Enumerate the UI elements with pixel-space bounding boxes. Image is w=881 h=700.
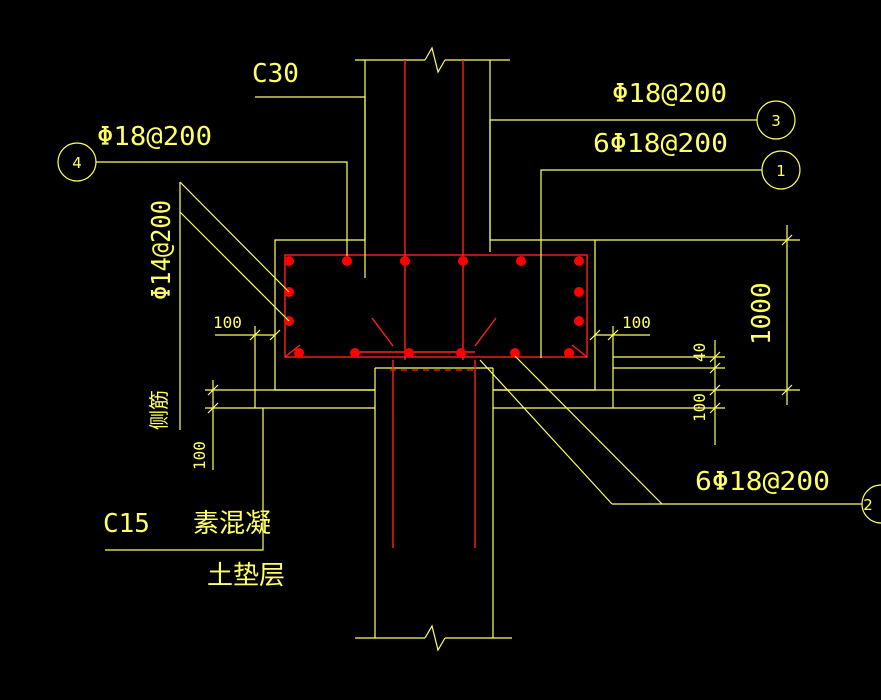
dim-right-offset: 100 bbox=[622, 313, 651, 332]
upper-wall bbox=[355, 46, 510, 240]
text-labels: C30 Φ18@200 Φ18@200 6Φ18@200 6Φ18@200 Φ1… bbox=[97, 59, 830, 591]
pad-layer-label: 土垫层 bbox=[207, 561, 285, 591]
pad-material-label: 素混凝 bbox=[193, 509, 271, 539]
rebar-top-right-label: Φ18@200 bbox=[612, 79, 727, 109]
rebar-top-main-label: 6Φ18@200 bbox=[593, 129, 728, 159]
callout-4-number: 4 bbox=[72, 154, 82, 172]
pad-grade-label: C15 bbox=[103, 509, 150, 539]
rebar-dot bbox=[294, 348, 304, 358]
callout-3: 3 bbox=[756, 100, 796, 140]
dim-pad-right: 100 bbox=[690, 393, 709, 422]
dim-pad-left: 100 bbox=[190, 441, 209, 470]
rebar-dots bbox=[284, 256, 584, 358]
dimension-texts: 100 100 1000 40 100 100 bbox=[190, 282, 777, 470]
concrete-grade-label: C30 bbox=[252, 59, 299, 89]
foundation-outline bbox=[254, 239, 614, 409]
dim-height: 1000 bbox=[747, 282, 777, 345]
rebar-dot bbox=[510, 348, 520, 358]
callout-2-number: 2 bbox=[863, 496, 873, 514]
rebar-dot bbox=[458, 256, 468, 266]
dim-left-offset: 100 bbox=[213, 313, 242, 332]
rebar-bottom-main-label: 6Φ18@200 bbox=[695, 467, 830, 497]
rebar-dot bbox=[574, 287, 584, 297]
callout-2: 2 bbox=[861, 484, 881, 524]
rebar-top-left-label: Φ18@200 bbox=[97, 122, 212, 152]
rebar-dot bbox=[342, 256, 352, 266]
dimensions bbox=[205, 225, 800, 470]
rebar-dot bbox=[456, 348, 466, 358]
callout-4: 4 bbox=[57, 142, 97, 182]
rebar-cage bbox=[284, 60, 588, 548]
rebar-dot bbox=[404, 348, 414, 358]
rebar-dot bbox=[400, 256, 410, 266]
rebar-dot bbox=[284, 256, 294, 266]
rebar-dot bbox=[516, 256, 526, 266]
rebar-side-label: Φ14@200 bbox=[147, 200, 177, 300]
dim-cover: 40 bbox=[690, 343, 709, 362]
rebar-dot bbox=[574, 316, 584, 326]
callout-1-number: 1 bbox=[776, 162, 786, 180]
lower-column bbox=[355, 367, 512, 652]
rebar-dot bbox=[350, 348, 360, 358]
rebar-dot bbox=[574, 256, 584, 266]
rebar-dot bbox=[564, 348, 574, 358]
callout-3-number: 3 bbox=[771, 112, 781, 130]
callout-1: 1 bbox=[761, 150, 801, 190]
leader-lines bbox=[96, 96, 862, 551]
side-bar-label: 侧筋 bbox=[147, 390, 171, 430]
